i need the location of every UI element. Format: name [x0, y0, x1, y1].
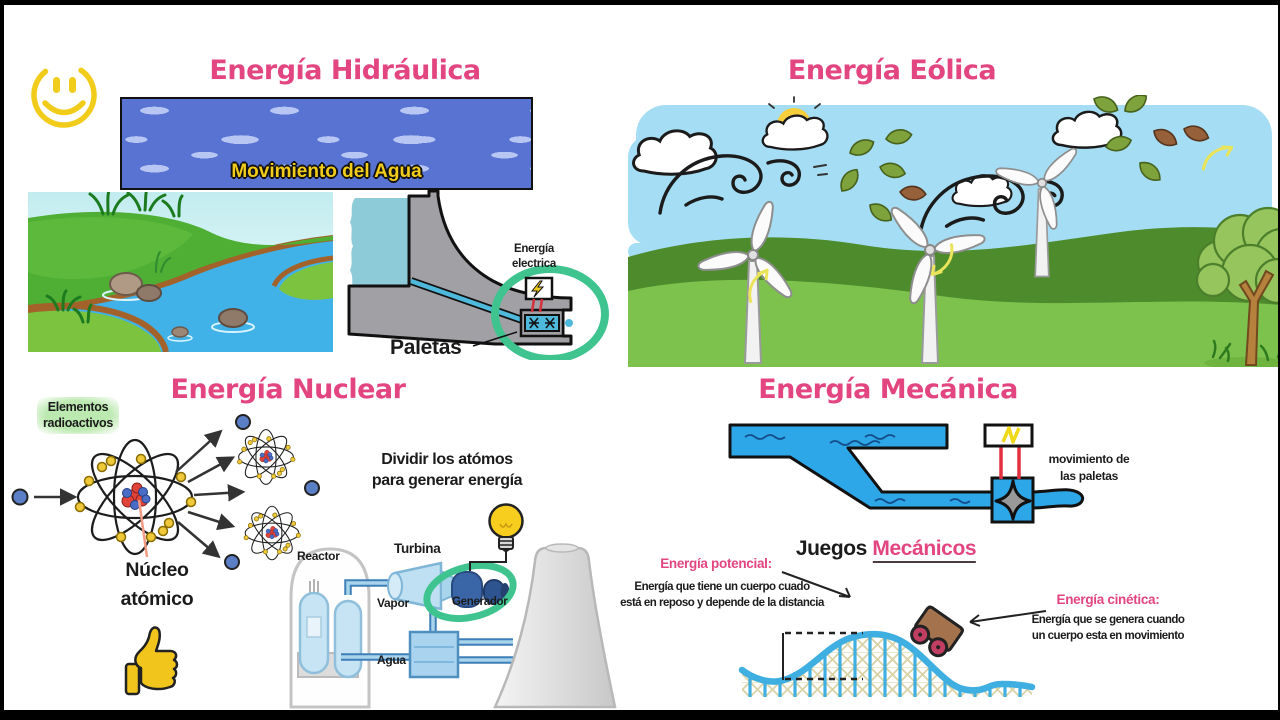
- neutron-particle: [235, 414, 251, 430]
- label-energia-electrica: Energía electrica: [512, 243, 556, 270]
- frame-bottom: [0, 710, 1280, 720]
- label-vapor: Vapor: [377, 596, 409, 610]
- river-scene-illustration: [28, 192, 333, 352]
- frame-top: [0, 0, 1280, 5]
- nucleus-pointer-line: [137, 499, 149, 558]
- neutron-particle: [304, 480, 320, 496]
- frame-right: [1278, 0, 1280, 720]
- juegos-word: Juegos: [795, 537, 868, 560]
- label-movimiento-paletas: movimiento de las paletas: [1048, 452, 1130, 484]
- teal-highlight-ring: [491, 265, 609, 360]
- wind-turbine: [693, 186, 820, 364]
- annotation-arrows: [781, 571, 1047, 627]
- lightning-bolt-icon: [983, 423, 1034, 448]
- atom-fission-diagram: [11, 414, 320, 570]
- title-energia-mecanica: Energía Mecánica: [758, 374, 1018, 405]
- wind-farm-illustration: [628, 95, 1280, 367]
- steam-generator-vessel: [333, 599, 363, 679]
- label-agua: Agua: [377, 653, 406, 667]
- water-channel-diagram: [728, 423, 1085, 524]
- banner-label: Movimiento del Agua: [231, 161, 422, 182]
- frame-left: [0, 0, 4, 720]
- dam-illustration: [347, 189, 609, 360]
- turbine-blade-marks: [529, 317, 555, 329]
- roller-coaster-illustration: [738, 571, 1047, 697]
- title-energia-eolica: Energía Eólica: [787, 55, 997, 86]
- thumbs-up-icon: [124, 626, 179, 696]
- wind-turbine: [990, 118, 1107, 278]
- label-generador: Generador: [452, 596, 508, 608]
- label-paletas: Paletas: [390, 336, 462, 359]
- desc-energia-cinetica: Energía que se genera cuando un cuerpo e…: [1031, 614, 1185, 643]
- teal-highlight-ring: [423, 562, 517, 622]
- light-bulb-icon: [488, 503, 524, 552]
- label-nucleo-atomico: Núcleo atómico: [120, 559, 194, 611]
- mecanicos-word: Mecánicos: [872, 537, 977, 563]
- water-texture-banner: Movimiento del Agua: [120, 97, 533, 190]
- cooling-tower: [493, 546, 617, 709]
- heat-exchanger: [408, 630, 460, 679]
- title-energia-hidraulica: Energía Hidráulica: [209, 55, 481, 86]
- label-dividir-atomos: Dividir los atómos para generar energía: [371, 451, 523, 489]
- label-turbina: Turbina: [394, 541, 441, 556]
- smiley-face-icon: [31, 62, 97, 128]
- neutron-particle: [11, 488, 29, 506]
- hill-front: [628, 279, 1280, 367]
- desc-energia-potencial: Energía que tiene un cuerpo cuado está e…: [620, 581, 824, 609]
- paddle-wheel-star: [994, 479, 1032, 521]
- wind-turbine: [886, 188, 996, 364]
- tree: [1195, 206, 1280, 367]
- coaster-track: [738, 630, 1036, 694]
- label-reactor: Reactor: [297, 549, 340, 563]
- neutron-particle: [224, 554, 240, 570]
- generator-body: [451, 571, 483, 608]
- label-elementos-radioactivos: Elementos radioactivos: [36, 397, 120, 434]
- nuclear-plant-diagram: [289, 543, 617, 709]
- paddle-box: [990, 476, 1035, 524]
- small-atom: [236, 429, 296, 485]
- large-atom: [74, 438, 197, 556]
- paletas-pointer-line: [472, 331, 518, 347]
- coaster-supports-lattice: [742, 634, 1032, 697]
- fission-arrows: [175, 429, 246, 559]
- title-energia-nuclear: Energía Nuclear: [170, 374, 406, 405]
- label-energia-potencial: Energía potencial:: [660, 556, 772, 571]
- heading-juegos-mecanicos: Juegos Mecánicos: [795, 537, 977, 563]
- water-ripples: [744, 434, 971, 504]
- label-energia-cinetica: Energía cinética:: [1056, 592, 1160, 607]
- coaster-cart: [910, 605, 965, 658]
- bulb-wire: [469, 551, 507, 571]
